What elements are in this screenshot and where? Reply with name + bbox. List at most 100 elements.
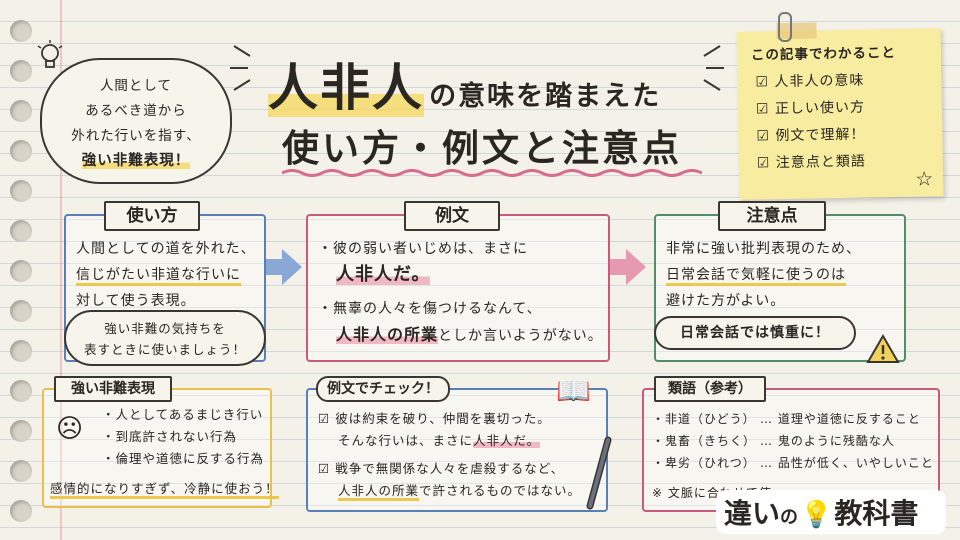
check-line: ☑ 彼は約束を破り、仲間を裏切った。: [318, 408, 551, 430]
page-subtitle: 使い方・例文と注意点: [282, 127, 682, 170]
lightbulb-icon: [37, 40, 63, 68]
logo-text: 違い: [724, 497, 781, 530]
checklist-note: この記事でわかること ☑ 人非人の意味 ☑ 正しい使い方 ☑ 例文で理解！ ☑ …: [736, 22, 944, 200]
example-line: ・無辜の人々を傷つけるなんて、: [318, 296, 542, 322]
star-icon: ☆: [914, 166, 934, 191]
caution-highlight: 日常会話で気軽に使うのは: [666, 267, 846, 286]
check-line: ☑ 戦争で無関係な人々を虐殺するなど、: [318, 458, 564, 480]
summary-bubble: 人間として あるべき道から 外れた行いを指す、 強い非難表現！: [40, 58, 232, 184]
strong-item-text: 倫理や道徳に反する行為: [115, 451, 265, 466]
binder-hole: [10, 420, 32, 442]
checklist-item-label: 人非人の意味: [774, 72, 865, 91]
synonym-word: 非道（ひどう）: [665, 412, 756, 426]
binder-hole: [10, 340, 32, 362]
margin-line: [60, 0, 62, 540]
sparkle-lines: [230, 45, 251, 91]
checkbox-icon: ☑: [756, 155, 777, 172]
site-logo: 違いの💡教科書: [724, 492, 918, 532]
arrow-right-icon: [266, 259, 282, 275]
arrow-right-icon: [610, 259, 626, 275]
checklist-item-label: 正しい使い方: [774, 99, 866, 118]
binder-hole: [10, 100, 32, 122]
strong-footer-text: 感情的になりすぎず、冷静に使おう！: [50, 481, 279, 499]
example-text: 彼の弱い者いじめは、まさに: [333, 241, 528, 257]
synonym-meaning: … 鬼のように残酷な人: [760, 434, 895, 448]
strong-item-text: 人としてあるまじき行い: [115, 407, 264, 422]
example-highlight: 人非人だ。: [336, 264, 431, 285]
synonym-row: ・卑劣（ひれつ）… 品性が低く、いやしいこと: [652, 452, 933, 474]
arrow-right-icon: [282, 249, 302, 285]
checkbox-icon: ☑: [318, 461, 336, 476]
synonyms-label: 類語（参考）: [654, 376, 766, 402]
checklist-heading: この記事でわかること: [750, 45, 897, 64]
synonym-row: ・非道（ひどう）… 道理や道徳に反すること: [652, 408, 920, 430]
checklist-item: ☑ 正しい使い方: [756, 93, 942, 123]
check-text: で許されるものではない。: [419, 483, 582, 498]
check-highlight: 人非人だ。: [473, 433, 541, 448]
usage-tip-bubble: 強い非難の気持ちを 表すときに使いましょう！: [64, 310, 266, 366]
usage-label: 使い方: [104, 201, 200, 231]
logo-text: 教科書: [834, 497, 919, 530]
usage-tip-line: 強い非難の気持ちを: [104, 321, 226, 336]
logo-backdrop: [716, 490, 946, 534]
caution-line: 日常会話で気軽に使うのは: [666, 262, 846, 288]
check-text: 戦争で無関係な人々を虐殺するなど、: [335, 461, 565, 476]
example-highlight: 人非人の所業: [336, 325, 439, 344]
synonym-word: 鬼畜（きちく）: [665, 434, 757, 448]
binder-hole: [10, 140, 32, 162]
strong-item-text: 到底許されない行為: [115, 429, 238, 444]
bullet: ・: [318, 301, 333, 317]
checkbox-icon: ☑: [756, 128, 776, 145]
summary-line: 強い非難表現！: [42, 149, 230, 174]
check-label: 例文でチェック！: [316, 376, 450, 402]
title-wavy-underline: [282, 169, 702, 177]
binder-hole: [10, 60, 32, 82]
strong-item: ・到底許されない行為: [102, 429, 238, 444]
binder-hole: [10, 500, 32, 522]
checklist-item: ☑ 例文で理解！: [756, 120, 942, 150]
logo-text: の: [780, 507, 799, 528]
sparkle-lines: [703, 45, 724, 91]
check-highlight: 人非人の所業: [338, 483, 420, 501]
checkbox-icon: ☑: [755, 101, 776, 118]
usage-line: 人間としての道を外れた、: [76, 241, 256, 257]
synonym-word: 卑劣（ひれつ）: [665, 456, 756, 470]
example-text: としか言いようがない。: [438, 328, 603, 344]
page-title: 人非人 の意味を踏まえた: [268, 48, 661, 120]
summary-highlight: 強い非難表現！: [81, 153, 191, 169]
checklist-item-label: 例文で理解！: [775, 126, 866, 145]
caution-tip-bubble: 日常会話では慎重に！: [654, 316, 856, 350]
strong-item: ・人としてあるまじき行い: [102, 407, 264, 422]
usage-tip-line: 表すときに使いましょう！: [83, 342, 246, 357]
binder-hole: [10, 300, 32, 322]
paperclip-icon: [778, 12, 792, 42]
angry-face-icon: ☹: [56, 414, 84, 444]
caution-line: 非常に強い批判表現のため、: [666, 241, 861, 257]
check-text: 彼は約束を破り、仲間を裏切った。: [335, 411, 551, 426]
example-text: 無辜の人々を傷つけるなんて、: [333, 301, 542, 317]
pen-icon: [586, 436, 612, 510]
arrow-right-icon: [626, 249, 646, 285]
check-box: [306, 388, 608, 512]
check-line: 人非人の所業で許されるものではない。: [338, 480, 581, 502]
title-suffix: の意味を踏まえた: [429, 81, 662, 112]
binder-hole: [10, 260, 32, 282]
binder-hole: [10, 20, 32, 42]
caution-tip: 日常会話では慎重に！: [680, 325, 830, 341]
binder-hole: [10, 220, 32, 242]
strong-footer: 感情的になりすぎず、冷静に使おう！: [50, 478, 279, 500]
binder-hole: [10, 380, 32, 402]
checklist-item: ☑ 人非人の意味: [755, 66, 941, 96]
summary-line: 外れた行いを指す、: [71, 128, 201, 144]
caution-line: 避けた方がよい。: [666, 293, 786, 309]
summary-line: 人間として: [99, 78, 173, 94]
examples-label: 例文: [404, 201, 500, 231]
lightbulb-icon: 💡: [800, 500, 833, 530]
strong-label: 強い非難表現: [54, 376, 172, 402]
checkbox-icon: ☑: [318, 411, 336, 426]
book-icon: 📖: [556, 374, 591, 407]
strong-item: ・倫理や道徳に反する行為: [102, 451, 265, 466]
summary-line: あるべき道から: [85, 103, 187, 119]
usage-highlight: 信じがたい非道な行いに: [76, 267, 241, 286]
check-line: そんな行いは、まさに人非人だ。: [338, 430, 541, 452]
